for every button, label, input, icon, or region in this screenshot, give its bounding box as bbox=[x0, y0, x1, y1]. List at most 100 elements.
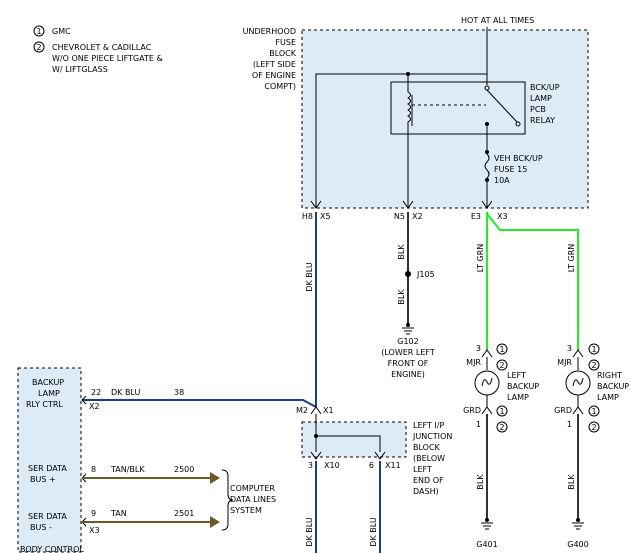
right-lamp-top-arrow bbox=[572, 349, 584, 358]
left-lamp-note-1b: 1 bbox=[499, 407, 504, 416]
right-lamp-label-3: LAMP bbox=[597, 393, 619, 402]
wire-22-label: 22 bbox=[91, 388, 101, 397]
bcm-x2-arrow bbox=[81, 395, 87, 405]
bcm-row-1-line-2: LAMP bbox=[38, 389, 60, 398]
left-lamp-conn-top: MJR bbox=[466, 358, 481, 367]
right-lamp-note-2: 2 bbox=[591, 361, 596, 370]
g102-terminal bbox=[406, 323, 410, 327]
control-line-to-h8 bbox=[315, 73, 487, 180]
blk-ground-circuit: BLK J105 BLK G102 (LOWER LEFT FRONT OF E… bbox=[381, 212, 435, 379]
fuse-block-outline bbox=[301, 29, 589, 209]
circuit-2500-label: 2500 bbox=[174, 465, 194, 474]
junction-label-6: END OF bbox=[413, 476, 444, 485]
bcm-row-3-line-1: SER DATA bbox=[28, 512, 67, 521]
pin-n5: N5 bbox=[394, 212, 405, 221]
bcm-conn-x2: X2 bbox=[89, 402, 100, 411]
relay-label-2: LAMP bbox=[530, 94, 552, 103]
pin-x1: X1 bbox=[323, 406, 334, 415]
dk-blu-label-x11: DK BLU bbox=[369, 517, 378, 546]
junction-label-3: BLOCK bbox=[413, 443, 441, 452]
right-lamp-note-1: 1 bbox=[591, 345, 596, 354]
note-2-number: 2 bbox=[36, 43, 41, 52]
lt-grn-circuit: LT GRN LT GRN bbox=[476, 212, 579, 350]
right-lamp-pin-gnd: 1 bbox=[567, 420, 572, 429]
data-lines-label-3: SYSTEM bbox=[230, 506, 262, 515]
serial-data-lines: 8 TAN/BLK 2500 9 TAN 2501 COMPUTER DATA … bbox=[82, 465, 276, 531]
bcm-conn-x3: X3 bbox=[89, 526, 100, 535]
lt-grn-label-right: LT GRN bbox=[567, 244, 576, 273]
junction-label-1: LEFT I/P bbox=[413, 421, 444, 430]
tan-blk-label: TAN/BLK bbox=[110, 465, 145, 474]
underhood-fuse-block: UNDERHOOD FUSE BLOCK (LEFT SIDE OF ENGIN… bbox=[243, 16, 589, 221]
relay-outline bbox=[390, 81, 526, 135]
tan-label: TAN bbox=[110, 509, 127, 518]
wire-9-label: 9 bbox=[91, 509, 96, 518]
right-lamp-label-2: BACKUP bbox=[597, 382, 629, 391]
bcm-row-2-line-2: BUS + bbox=[30, 475, 56, 484]
left-lamp-pin-top: 3 bbox=[476, 344, 481, 353]
junction-bus-branch bbox=[316, 435, 381, 452]
junction-label-5: LEFT bbox=[413, 465, 432, 474]
left-lamp-note-2-circle bbox=[496, 359, 508, 371]
note-2-line-1: CHEVROLET & CADILLAC bbox=[52, 43, 152, 52]
relay-label-3: PCB bbox=[530, 105, 546, 114]
fuse-label-1: VEH BCK/UP bbox=[494, 154, 543, 163]
pin-x2: X2 bbox=[412, 212, 423, 221]
left-ip-junction-block: LEFT I/P JUNCTION BLOCK (BELOW LEFT END … bbox=[301, 414, 452, 553]
left-lamp-conn-gnd: GRD bbox=[463, 406, 481, 415]
relay-contact-open bbox=[515, 121, 521, 127]
relay-label-1: BCK/UP bbox=[530, 83, 560, 92]
bcm-outline bbox=[17, 367, 82, 553]
pin-6-label: 6 bbox=[369, 461, 374, 470]
left-lamp-note-2b-circle bbox=[496, 421, 508, 433]
fuse-block-label-5: OF ENGINE bbox=[252, 71, 296, 80]
right-lamp-conn-top: MJR bbox=[557, 358, 572, 367]
pin-e3: E3 bbox=[471, 212, 481, 221]
tan-arrow bbox=[210, 516, 220, 528]
g102-desc-1: (LOWER LEFT bbox=[381, 348, 435, 357]
relay-label-4: RELAY bbox=[530, 116, 555, 125]
note-2-circle bbox=[33, 41, 45, 53]
right-lamp-conn-gnd: GRD bbox=[554, 406, 572, 415]
dk-blu-label-x10: DK BLU bbox=[305, 517, 314, 546]
fuse-label-3: 10A bbox=[494, 176, 510, 185]
right-lamp-gnd-arrow bbox=[572, 406, 584, 415]
fuse-block-label-3: BLOCK bbox=[269, 49, 297, 58]
splice-j105-label: J105 bbox=[416, 270, 435, 279]
lt-grn-wire-right bbox=[486, 213, 579, 350]
tan-blk-arrow bbox=[210, 472, 220, 484]
g400-terminal bbox=[576, 518, 580, 522]
left-lamp-note-1: 1 bbox=[499, 345, 504, 354]
data-lines-label-1: COMPUTER bbox=[230, 484, 275, 493]
left-lamp-label-1: LEFT bbox=[507, 371, 526, 380]
pin-x10-label: X10 bbox=[324, 461, 340, 470]
fuse-terminal-top bbox=[485, 150, 489, 154]
fuse-block-label-1: UNDERHOOD bbox=[243, 27, 296, 36]
pin-m2: M2 bbox=[296, 406, 308, 415]
g401-id: G401 bbox=[476, 540, 497, 549]
circuit-38-label: 38 bbox=[174, 388, 184, 397]
splice-j105-dot bbox=[405, 271, 411, 277]
dk-blu-wire-label-top: DK BLU bbox=[305, 262, 314, 291]
bcm-row-2-line-1: SER DATA bbox=[28, 464, 67, 473]
right-lamp-note-1-circle bbox=[588, 343, 600, 355]
fuse-block-label-6: COMPT) bbox=[264, 82, 296, 91]
left-lamp-blk-label: BLK bbox=[476, 474, 485, 490]
fuse-element bbox=[484, 153, 490, 179]
left-lamp-gnd-arrow bbox=[481, 406, 493, 415]
m2-pin-arrow bbox=[310, 406, 322, 415]
data-lines-label-2: DATA LINES bbox=[230, 495, 276, 504]
junction-label-2: JUNCTION bbox=[412, 432, 452, 441]
junction-label-4: (BELOW bbox=[413, 454, 445, 463]
e3-pin-arrow bbox=[481, 200, 493, 209]
data-lines-brace bbox=[221, 469, 234, 531]
legend: 1 GMC 2 CHEVROLET & CADILLAC W/O ONE PIE… bbox=[33, 25, 163, 74]
h8-pin-arrow bbox=[310, 200, 322, 209]
wire-8-label: 8 bbox=[91, 465, 96, 474]
bcm-row-3-line-2: BUS - bbox=[30, 523, 52, 532]
n5-pin-arrow bbox=[402, 200, 414, 209]
bcm-row-1-line-3: RLY CTRL bbox=[26, 400, 63, 409]
blk-wire-label-lower: BLK bbox=[397, 289, 406, 305]
